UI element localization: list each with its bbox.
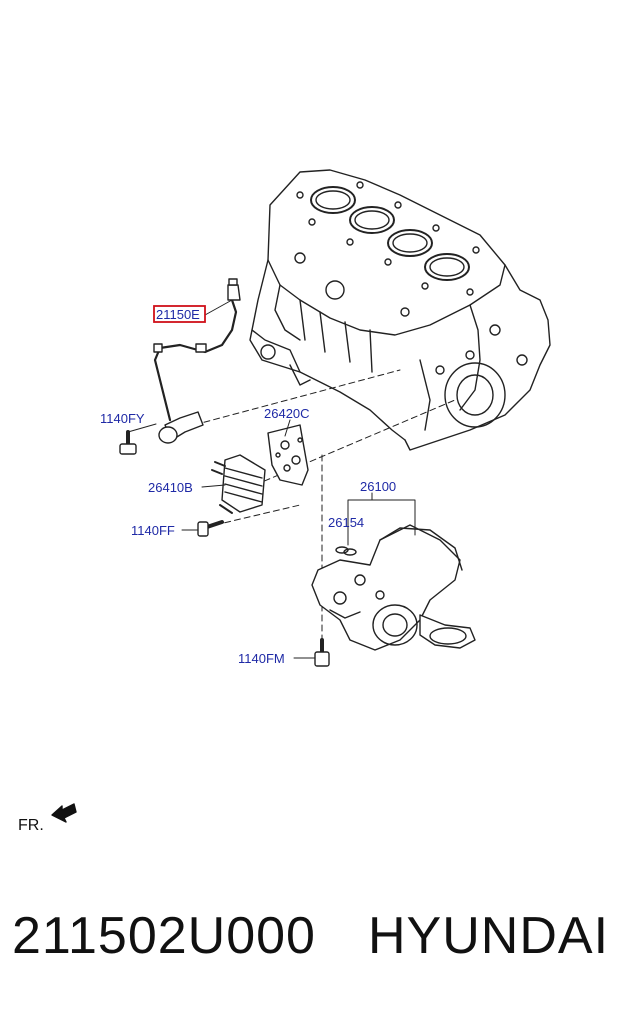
label-26420c[interactable]: 26420C <box>264 406 310 421</box>
bolt-1140ff <box>197 520 224 537</box>
parts-diagram: 21150E 1140FY 26420C 26410B 1140FF 26100… <box>18 169 551 834</box>
label-1140fy[interactable]: 1140FY <box>100 411 145 426</box>
part-number: 211502U000 <box>12 907 316 965</box>
label-26410b[interactable]: 26410B <box>148 480 193 495</box>
oil-pump-26100 <box>311 524 476 651</box>
front-direction-icon <box>51 803 77 823</box>
front-marker-label: FR. <box>18 817 44 834</box>
gasket-26420c <box>267 424 309 486</box>
label-26154[interactable]: 26154 <box>328 515 364 530</box>
bolt-1140fm <box>314 638 330 667</box>
engine-block <box>249 169 551 451</box>
highlighted-part-box <box>153 305 206 323</box>
label-21150e[interactable]: 21150E <box>156 307 200 322</box>
oil-cooler-26410b <box>211 454 266 514</box>
label-26100[interactable]: 26100 <box>360 479 396 494</box>
sensor-harness <box>153 278 241 444</box>
brand-name: HYUNDAI <box>368 907 610 965</box>
label-1140fm[interactable]: 1140FM <box>238 651 285 666</box>
oring-26154 <box>335 546 357 556</box>
label-leaders <box>127 299 416 659</box>
bolt-1140fy <box>119 430 137 455</box>
label-1140ff[interactable]: 1140FF <box>131 523 175 538</box>
